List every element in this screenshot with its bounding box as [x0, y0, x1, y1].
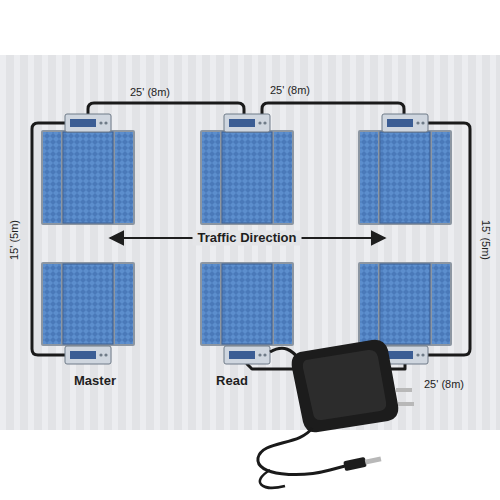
adapter-prong: [398, 402, 414, 406]
cable-length: 25' (8m): [130, 86, 170, 99]
indicator: [65, 346, 111, 364]
adapter-body: [292, 340, 399, 433]
scale-pad: [200, 130, 294, 225]
indicator: [65, 114, 111, 132]
cable: [428, 123, 470, 355]
scale-pads: [41, 130, 452, 346]
scale-pad: [358, 262, 452, 346]
barrel-tip: [365, 456, 382, 464]
indicators: [65, 114, 428, 364]
cable: [262, 103, 404, 114]
pad-role: Read: [216, 374, 248, 389]
scale-pad: [41, 262, 135, 346]
indicator: [224, 114, 270, 132]
floor: [0, 55, 500, 430]
scale-pad: [41, 130, 135, 225]
indicator: [224, 346, 270, 364]
indicator: [382, 114, 428, 132]
pad-role: Master: [74, 374, 116, 389]
cable-length: 25' (8m): [270, 84, 310, 97]
cable: [88, 103, 244, 114]
barrel-plug: [343, 457, 367, 471]
cable-length: 15' (5m): [480, 220, 493, 260]
adapter-cord: [260, 470, 285, 488]
power-adapter: [258, 340, 414, 488]
traffic-label: Traffic Direction: [193, 231, 302, 246]
adapter-cord: [258, 428, 345, 474]
cables: [32, 103, 470, 369]
cable: [32, 123, 65, 355]
scale-pad: [358, 130, 452, 225]
adapter-prong: [396, 388, 412, 392]
cable-length: 15' (5m): [8, 220, 21, 260]
scale-pad: [200, 262, 294, 346]
adapter-face: [303, 350, 386, 420]
cable-length: 25' (8m): [424, 378, 464, 391]
